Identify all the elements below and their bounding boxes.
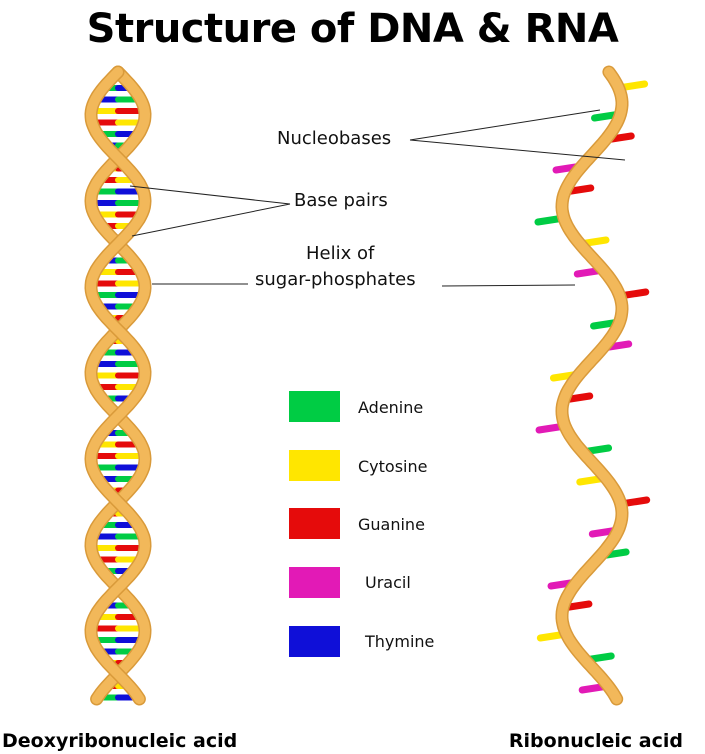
rna-nucleobases [534, 80, 651, 694]
base-pairs-leader-1 [129, 185, 291, 205]
dna-strand-1 [85, 67, 151, 704]
helix-label-line1: Helix of [306, 243, 375, 264]
leader-lines [129, 109, 626, 287]
legend-swatch-guanine [289, 508, 340, 539]
legend-label-guanine: Guanine [358, 515, 425, 534]
dna-caption: Deoxyribonucleic acid [2, 730, 238, 752]
nucleobases-leader-1 [409, 109, 601, 141]
page-title: Structure of DNA & RNA [86, 6, 619, 52]
nucleobases-label: Nucleobases [277, 128, 392, 149]
legend-label-uracil: Uracil [365, 573, 411, 592]
dna-helix [84, 65, 152, 706]
legend-swatch-cytosine [289, 450, 340, 481]
legend-swatch-uracil [289, 567, 340, 598]
base-pairs-leader-2 [131, 203, 291, 237]
legend-swatch-adenine [289, 391, 340, 422]
legend-label-thymine: Thymine [365, 632, 435, 651]
helix-label-line2: sugar-phosphates [255, 269, 416, 290]
legend-label-adenine: Adenine [358, 398, 424, 417]
rna-strand [556, 67, 628, 704]
rna-caption: Ribonucleic acid [508, 730, 683, 752]
dna-strand-2 [85, 67, 151, 704]
base-pairs-label: Base pairs [294, 190, 388, 211]
legend-label-cytosine: Cytosine [358, 457, 428, 476]
rna-helix [555, 65, 629, 706]
nucleobases-leader-2 [409, 139, 626, 161]
helix-leader-rna [441, 284, 576, 287]
legend-swatch-thymine [289, 626, 340, 657]
